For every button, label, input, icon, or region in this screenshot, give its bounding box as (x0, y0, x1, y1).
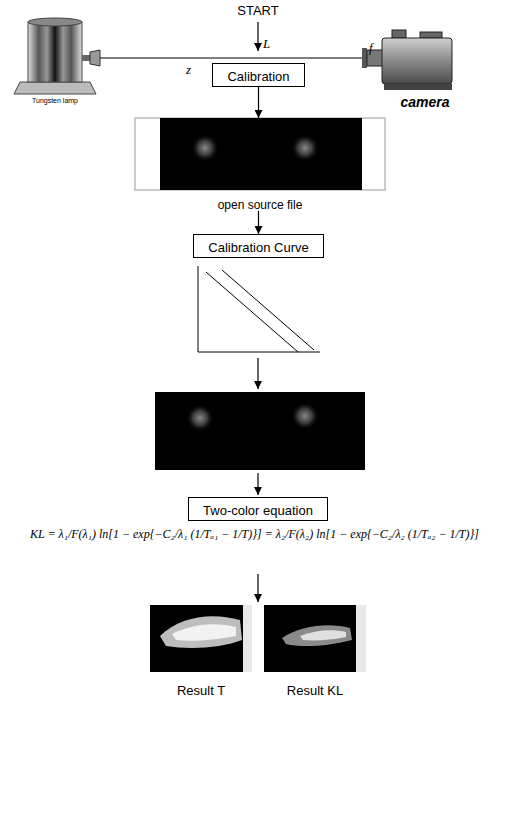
source-image (160, 118, 362, 190)
flow-arrow (257, 473, 258, 495)
label-holder: camera (375, 93, 475, 111)
camera-top (392, 30, 406, 38)
box-label: Calibration (227, 69, 289, 85)
process-box: Calibration (212, 63, 305, 87)
calibration-line (206, 272, 298, 352)
flame-plume (160, 616, 242, 648)
light-spot (186, 404, 214, 432)
optical-axis (100, 58, 362, 59)
lamp-body (28, 22, 82, 82)
flame-core (300, 630, 346, 640)
lamp-head (90, 50, 100, 66)
lamp-bracket (82, 55, 90, 61)
annotation-label: START (208, 3, 308, 19)
box-label: Two-color equation (203, 503, 313, 519)
label-holder: L (263, 36, 277, 52)
image-strip (356, 605, 366, 672)
annotation-label: f (369, 40, 381, 56)
image-caption: Result KL (287, 683, 343, 699)
graph-axis (198, 266, 199, 352)
camera-top (420, 32, 442, 38)
image-caption: Result T (177, 683, 225, 699)
flow-arrow (258, 87, 259, 118)
flow-arrow (258, 211, 259, 234)
annotation-label: L (263, 36, 277, 52)
result-image (264, 605, 366, 672)
image-strip (243, 605, 252, 672)
label-holder: START (208, 3, 308, 19)
light-spot (291, 402, 319, 430)
camera-body (382, 38, 452, 84)
flame-core (172, 624, 236, 640)
image-caption: open source file (218, 197, 303, 213)
result-image (150, 605, 252, 672)
light-spot (191, 134, 219, 162)
annotation-label: z (186, 62, 198, 78)
lamp-top (28, 18, 82, 26)
image-panel: Result T (150, 605, 252, 697)
process-box: Two-color equation (188, 497, 328, 521)
label-holder: f (369, 40, 381, 56)
process-box: Calibration Curve (193, 234, 324, 258)
flame-image (155, 392, 365, 470)
camera-lens-ring (362, 48, 367, 68)
flow-arrow (257, 358, 258, 389)
image-panel: open source file (135, 118, 385, 211)
annotation-label: Tungsten lamp (5, 96, 105, 105)
label-holder: z (186, 62, 198, 78)
label-holder: KL = λ₁/F(λ₁) ln[1 − exp{−C₂/λ₁ (1/Tₐ₁ −… (6, 527, 503, 542)
source-image-frame (135, 118, 385, 190)
image-panel: Result KL (264, 605, 366, 697)
flow-arrow (257, 22, 258, 51)
flow-arrow (257, 574, 258, 602)
light-spot (291, 134, 319, 162)
annotation-label: camera (375, 93, 475, 111)
label-holder: Tungsten lamp (5, 96, 105, 105)
lamp-base (14, 82, 96, 94)
box-label: Calibration Curve (208, 240, 308, 256)
flame-plume (282, 625, 352, 646)
camera-base (384, 84, 452, 90)
graph-axis (198, 352, 320, 353)
equation-text: KL = λ₁/F(λ₁) ln[1 − exp{−C₂/λ₁ (1/Tₐ₁ −… (6, 527, 503, 542)
calibration-line (222, 270, 314, 350)
